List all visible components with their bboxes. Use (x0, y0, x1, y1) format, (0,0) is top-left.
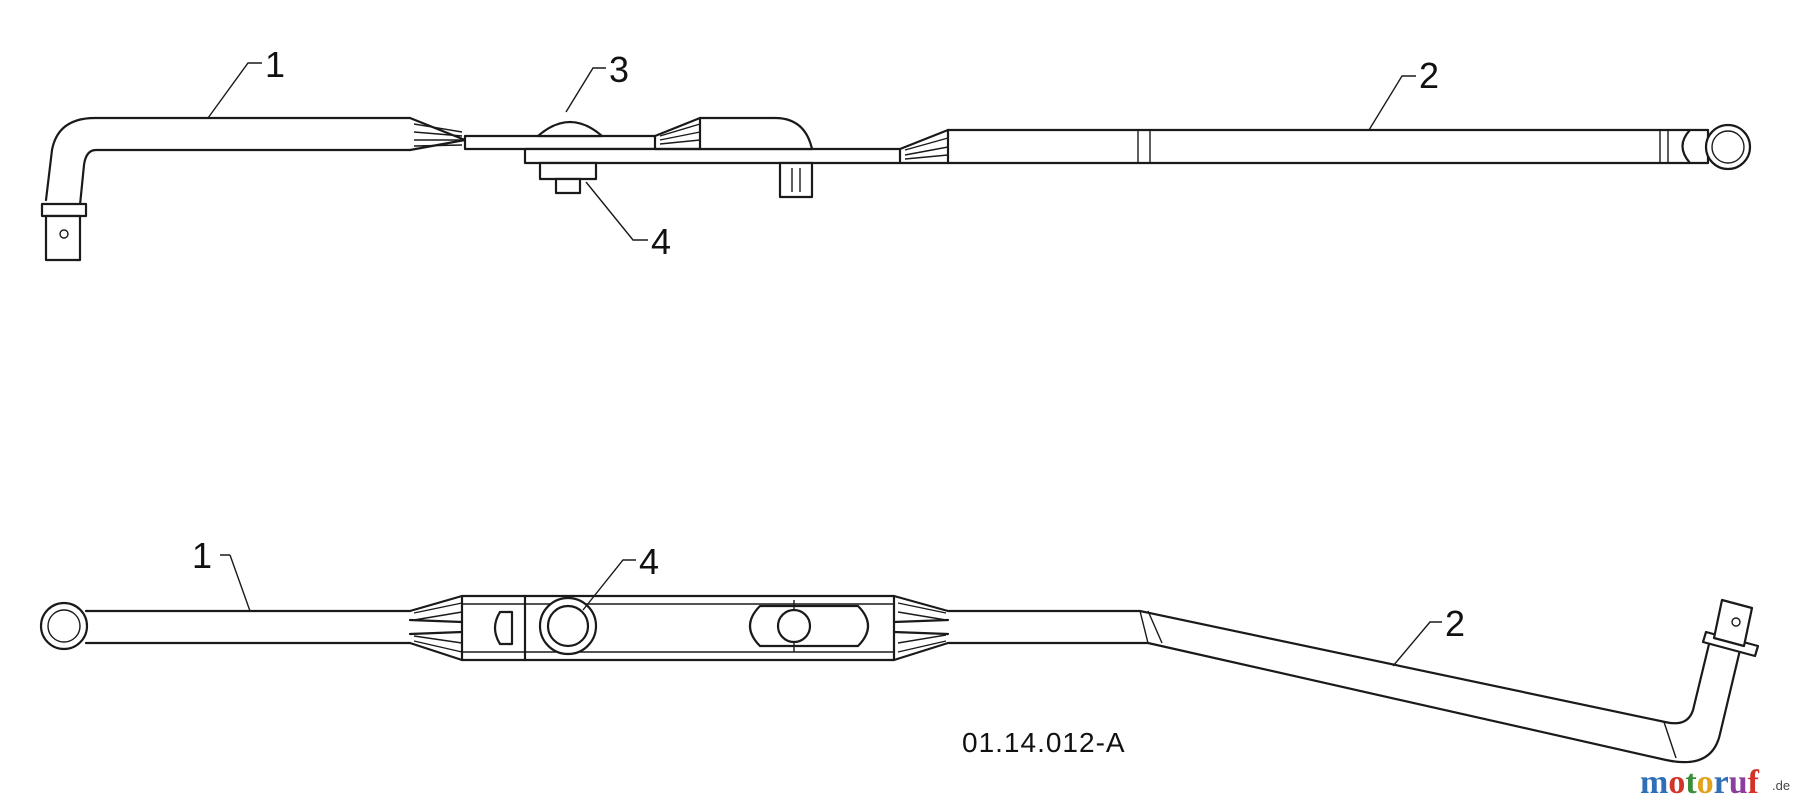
watermark-letter: m (1640, 764, 1668, 801)
leader-bottom-4 (582, 559, 636, 611)
bottom-plate (460, 594, 896, 662)
leader-bottom-1 (220, 554, 251, 612)
top-bolt-part-3 (536, 121, 604, 138)
bottom-rod-part-2 (946, 598, 1760, 764)
top-rod-part-2 (946, 123, 1752, 171)
bottom-rod-part-1 (39, 601, 412, 651)
watermark-logo: motoruf (1640, 764, 1760, 801)
watermark-letter: f (1748, 764, 1760, 801)
top-rod-part-1 (40, 116, 412, 262)
leader-bottom-2 (1392, 621, 1442, 667)
callout-bottom-4: 4 (639, 541, 659, 582)
top-nut-part-4 (538, 161, 598, 195)
drawing-code: 01.14.012-A (962, 727, 1126, 758)
top-leaders (207, 62, 1416, 241)
top-assembly: 1 3 4 2 (40, 44, 1752, 262)
top-crimp-left (408, 116, 467, 152)
leader-top-4 (585, 181, 648, 241)
leader-top-2 (1368, 75, 1416, 131)
bottom-crimp-left (408, 594, 464, 662)
watermark-letter: u (1729, 764, 1748, 801)
watermark-letter: o (1697, 764, 1714, 801)
callout-top-3: 3 (609, 49, 629, 90)
leader-top-1 (207, 62, 262, 119)
callout-top-2: 2 (1419, 55, 1439, 96)
bottom-crimp-right (892, 594, 950, 662)
top-crimp-middle (653, 116, 814, 151)
watermark-letter: o (1668, 764, 1685, 801)
top-crimp-right (898, 128, 950, 165)
watermark-letter: t (1685, 764, 1697, 801)
callout-bottom-2: 2 (1445, 603, 1465, 644)
motoruf-watermark: motoruf .de (1640, 764, 1790, 801)
watermark-letter: r (1714, 764, 1729, 801)
bottom-assembly: 1 4 2 (39, 535, 1760, 764)
bottom-leaders (220, 554, 1442, 667)
watermark-suffix: .de (1772, 778, 1790, 793)
top-clip (778, 161, 814, 199)
callout-top-4: 4 (651, 221, 671, 262)
leader-top-3 (565, 67, 606, 113)
callout-top-1: 1 (265, 44, 285, 85)
bottom-nut-part-4 (538, 596, 598, 656)
callout-bottom-1: 1 (192, 535, 212, 576)
